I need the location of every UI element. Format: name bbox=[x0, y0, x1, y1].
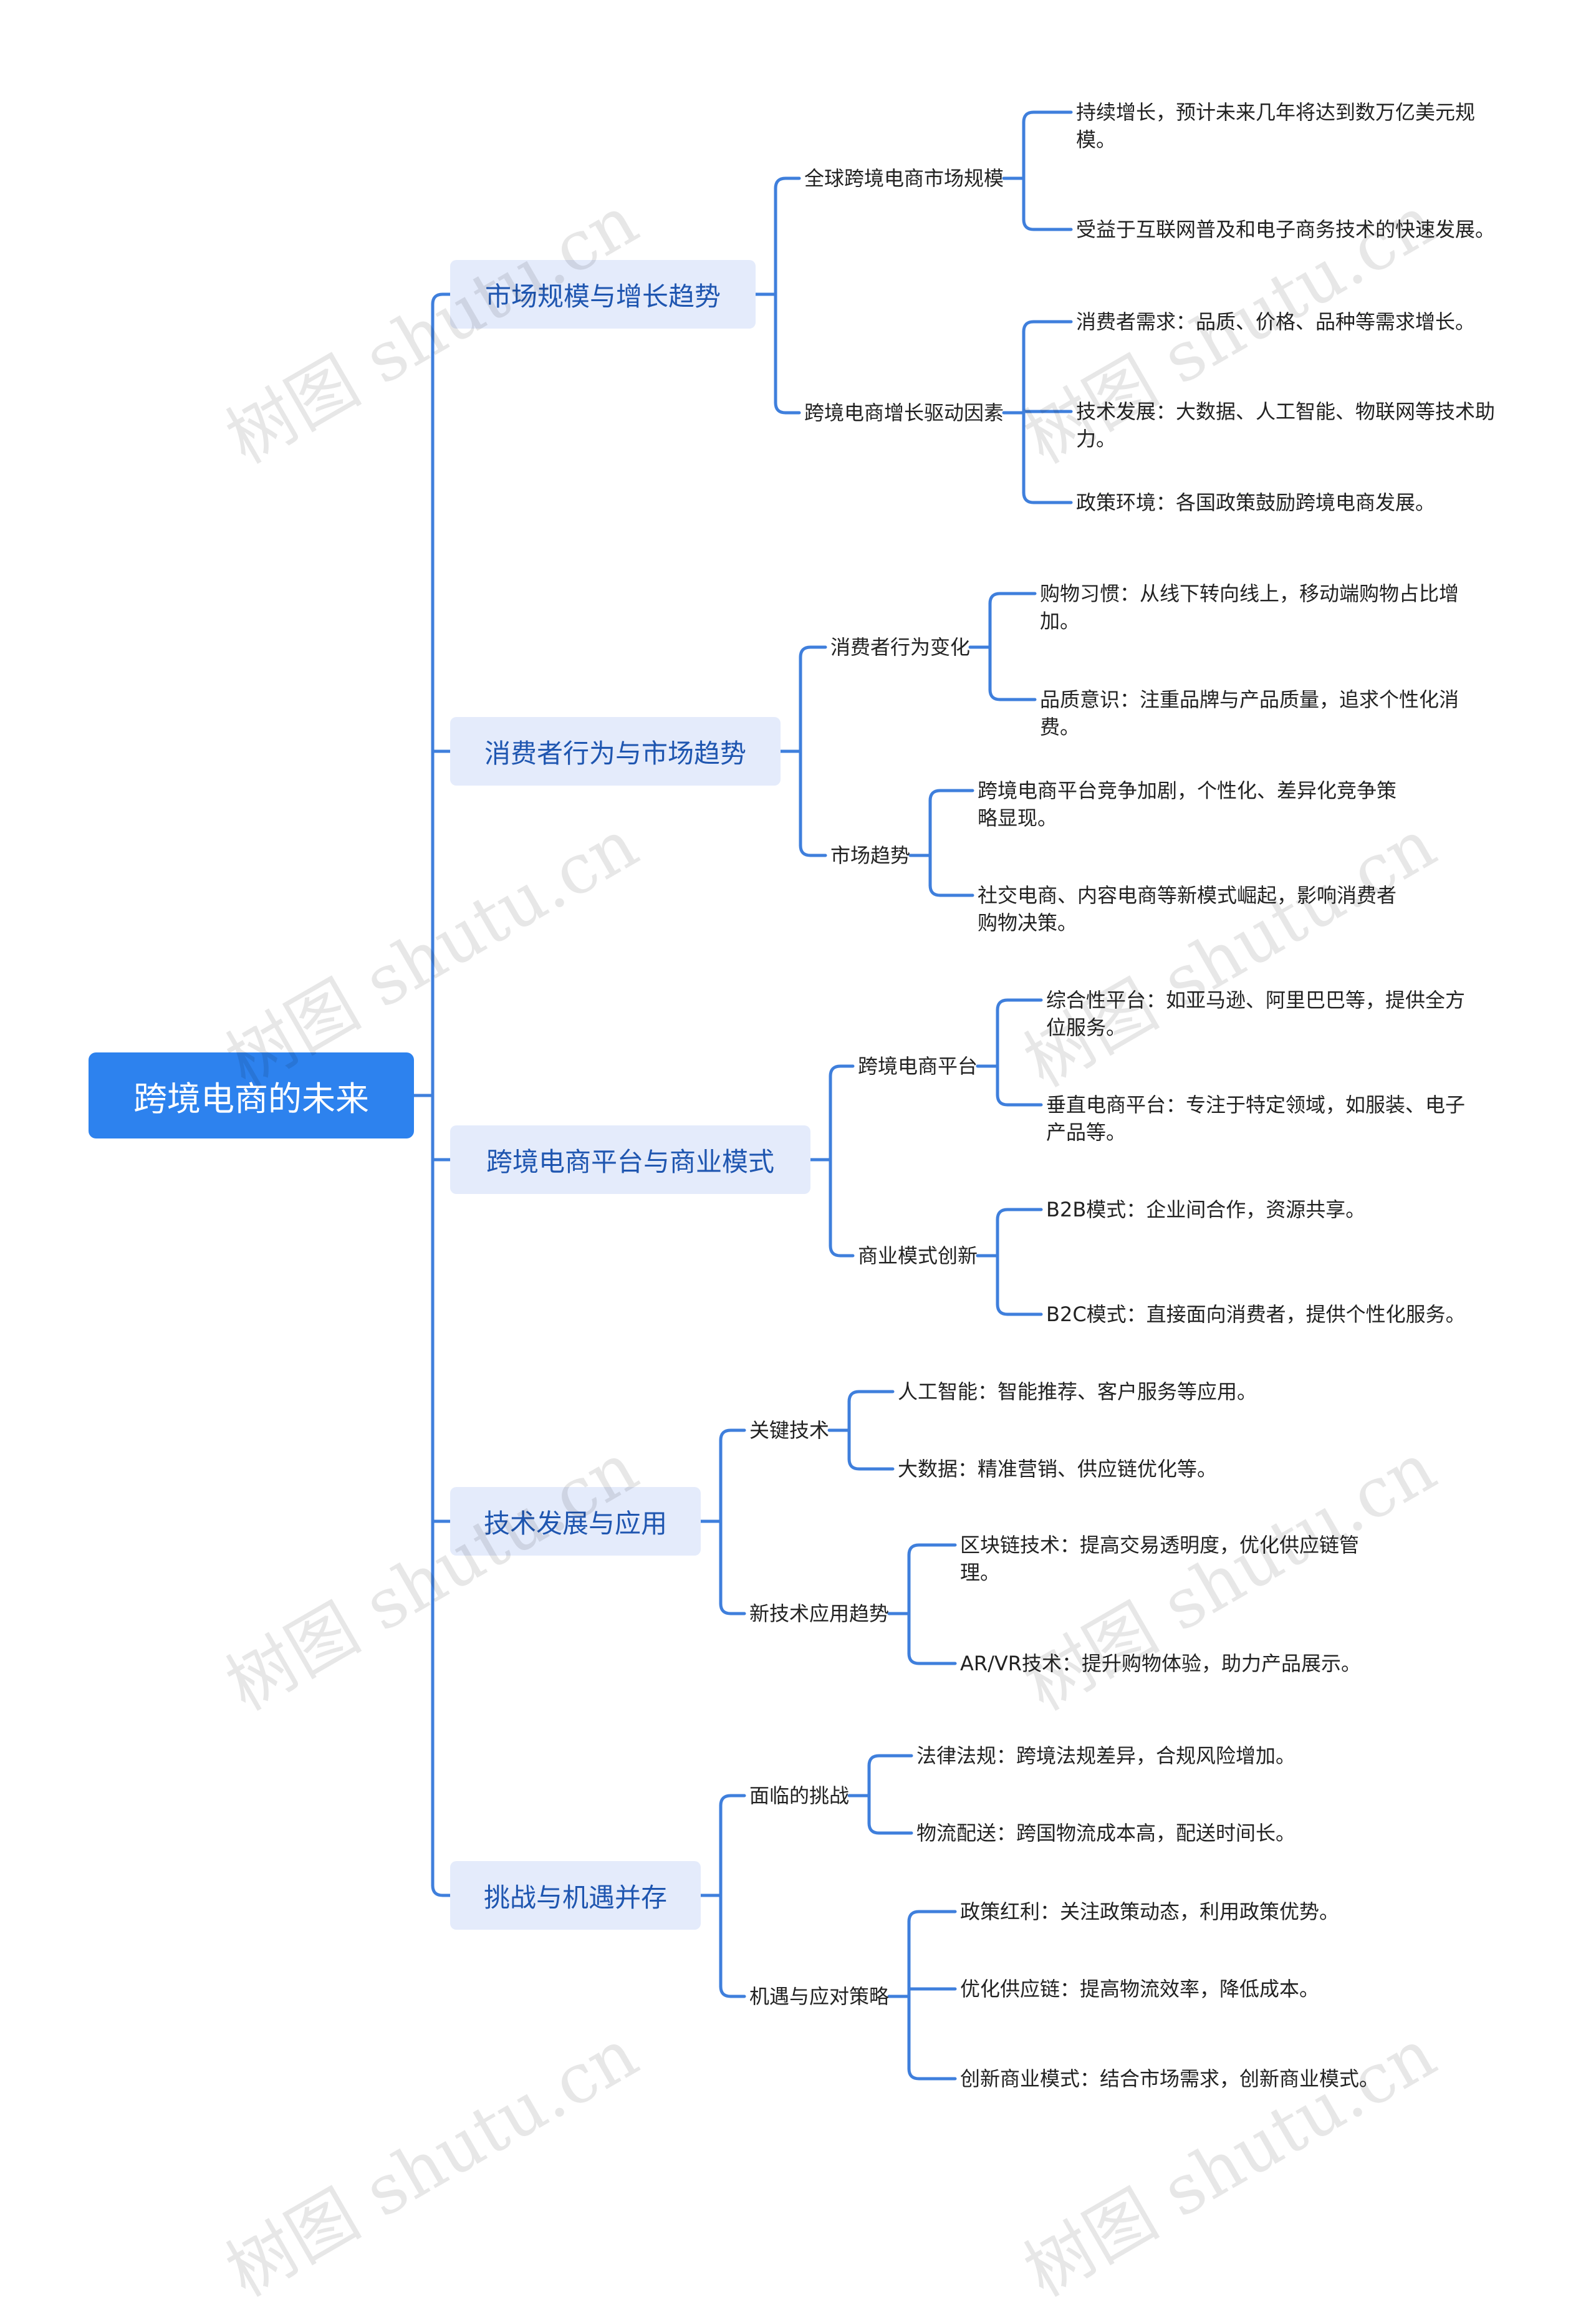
subtopic-business-model-innovation[interactable]: 商业模式创新 bbox=[858, 1244, 978, 1268]
branch-market-scale[interactable]: 市场规模与增长趋势 bbox=[450, 260, 756, 329]
leaf-node[interactable]: 政策红利：关注政策动态，利用政策优势。 bbox=[960, 1900, 1340, 1923]
leaf-node[interactable]: 消费者需求：品质、价格、品种等需求增长。 bbox=[1076, 310, 1476, 334]
branch-technology[interactable]: 技术发展与应用 bbox=[450, 1487, 701, 1556]
leaf-node[interactable]: 法律法规：跨境法规差异，合规风险增加。 bbox=[916, 1744, 1296, 1768]
subtopic-key-technologies[interactable]: 关键技术 bbox=[749, 1418, 830, 1442]
leaf-node[interactable]: 受益于互联网普及和电子商务技术的快速发展。 bbox=[1076, 218, 1496, 241]
leaf-node[interactable]: 跨境电商平台竞争加剧，个性化、差异化竞争策略显现。 bbox=[978, 779, 1397, 830]
subtopic-market-trends[interactable]: 市场趋势 bbox=[830, 844, 911, 867]
leaf-node[interactable]: 政策环境：各国政策鼓励跨境电商发展。 bbox=[1076, 491, 1436, 514]
leaf-node[interactable]: 物流配送：跨国物流成本高，配送时间长。 bbox=[916, 1821, 1296, 1845]
leaf-node[interactable]: 购物习惯：从线下转向线上，移动端购物占比增加。 bbox=[1040, 582, 1459, 633]
leaf-node[interactable]: 持续增长，预计未来几年将达到数万亿美元规模。 bbox=[1076, 100, 1476, 152]
leaf-node[interactable]: 综合性平台：如亚马逊、阿里巴巴等，提供全方位服务。 bbox=[1046, 988, 1466, 1039]
leaf-node[interactable]: 大数据：精准营销、供应链优化等。 bbox=[898, 1457, 1218, 1481]
branch-challenges-opportunities[interactable]: 挑战与机遇并存 bbox=[450, 1861, 701, 1930]
subtopic-challenges[interactable]: 面临的挑战 bbox=[749, 1784, 850, 1807]
leaf-node[interactable]: 人工智能：智能推荐、客户服务等应用。 bbox=[898, 1380, 1257, 1403]
leaf-node[interactable]: 品质意识：注重品牌与产品质量，追求个性化消费。 bbox=[1040, 688, 1459, 739]
leaf-node[interactable]: 社交电商、内容电商等新模式崛起，影响消费者购物决策。 bbox=[978, 883, 1397, 935]
subtopic-growth-drivers[interactable]: 跨境电商增长驱动因素 bbox=[804, 401, 1004, 425]
subtopic-ecommerce-platforms[interactable]: 跨境电商平台 bbox=[858, 1054, 978, 1078]
root-node[interactable]: 跨境电商的未来 bbox=[89, 1052, 414, 1138]
leaf-node[interactable]: AR/VR技术：提升购物体验，助力产品展示。 bbox=[960, 1652, 1362, 1675]
branch-platforms-models[interactable]: 跨境电商平台与商业模式 bbox=[450, 1125, 810, 1194]
leaf-node[interactable]: 优化供应链：提高物流效率，降低成本。 bbox=[960, 1977, 1320, 2001]
leaf-node[interactable]: 创新商业模式：结合市场需求，创新商业模式。 bbox=[960, 2067, 1380, 2091]
leaf-node[interactable]: B2C模式：直接面向消费者，提供个性化服务。 bbox=[1046, 1302, 1466, 1326]
subtopic-opportunities-strategies[interactable]: 机遇与应对策略 bbox=[749, 1985, 890, 2008]
subtopic-consumer-behavior-change[interactable]: 消费者行为变化 bbox=[830, 635, 971, 659]
connector-lines bbox=[412, 110, 1073, 2081]
subtopic-global-market-size[interactable]: 全球跨境电商市场规模 bbox=[804, 166, 1004, 190]
branch-consumer-behavior[interactable]: 消费者行为与市场趋势 bbox=[450, 717, 781, 786]
leaf-node[interactable]: B2B模式：企业间合作，资源共享。 bbox=[1046, 1198, 1366, 1221]
leaf-node[interactable]: 技术发展：大数据、人工智能、物联网等技术助力。 bbox=[1076, 400, 1496, 451]
leaf-node[interactable]: 区块链技术：提高交易透明度，优化供应链管理。 bbox=[960, 1533, 1360, 1584]
subtopic-new-tech-trends[interactable]: 新技术应用趋势 bbox=[749, 1602, 890, 1625]
leaf-node[interactable]: 垂直电商平台：专注于特定领域，如服装、电子产品等。 bbox=[1046, 1093, 1466, 1144]
